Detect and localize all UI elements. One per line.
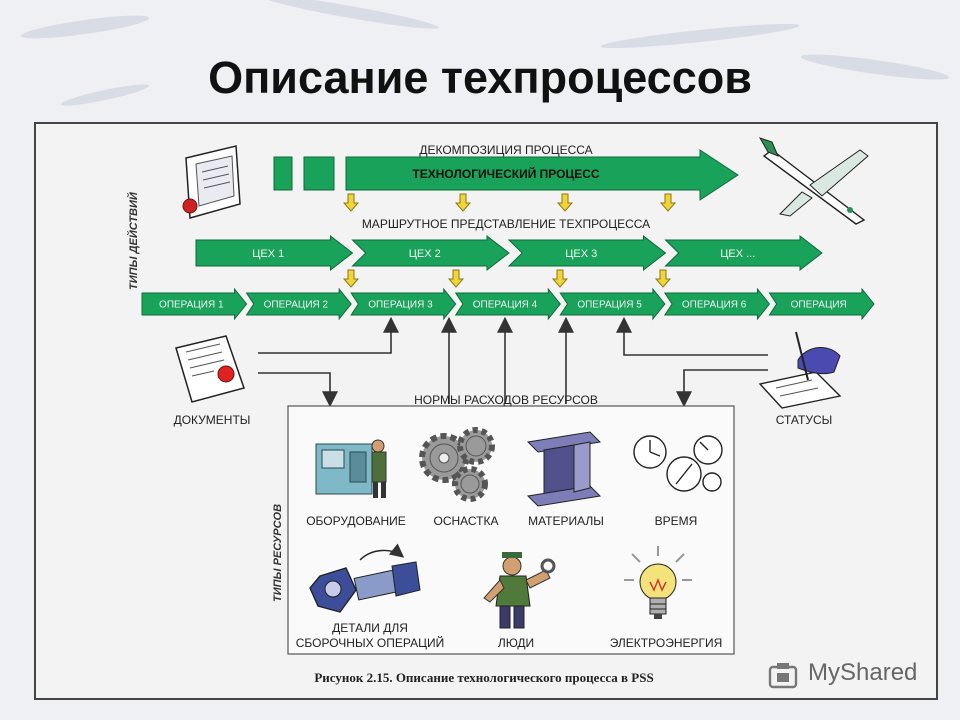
documents-label: ДОКУМЕНТЫ [174,413,251,427]
time-label: ВРЕМЯ [655,514,698,528]
papers-icon [182,145,241,219]
materials-label: МАТЕРИАЛЫ [528,514,604,528]
decomposition-block-1 [273,156,293,191]
workshop-row: ЦЕХ 1 ЦЕХ 2 ЦЕХ 3 ЦЕХ ... [195,234,823,272]
parts-label-line2: СБОРОЧНЫХ ОПЕРАЦИЙ [296,635,444,650]
workshop-label-3: ЦЕХ 3 [565,248,597,260]
resource-types-label: ТИПЫ РЕСУРСОВ [272,503,284,602]
workshop-label-2: ЦЕХ 2 [409,248,441,260]
signing-hand-icon [758,331,842,409]
tech-process-arrow [345,149,739,201]
operation-label-6: ОПЕРАЦИЯ 6 [682,300,747,311]
down-arrows-row2 [342,269,672,288]
decomposition-label: ДЕКОМПОЗИЦИЯ ПРОЦЕССА [419,143,592,157]
watermark: MyShared [768,655,928,695]
operation-arrow-1 [141,287,248,321]
operation-arrow-4 [454,287,561,321]
resource-norms-box [287,405,735,655]
i-beam-icon [526,431,602,507]
lightbulb-icon [624,546,692,619]
watermark-text: MyShared [808,659,918,686]
workshop-arrow-3 [507,234,667,272]
route-view-label: МАРШРУТНОЕ ПРЕДСТАВЛЕНИЕ ТЕХПРОЦЕССА [362,217,650,231]
tooling-label: ОСНАСТКА [434,514,499,528]
operation-label-7: ОПЕРАЦИЯ [791,300,847,311]
down-arrows-row1 [342,193,677,212]
people-label: ЛЮДИ [498,636,534,650]
gears-icon [419,427,495,502]
operation-arrow-5 [559,287,666,321]
operation-arrow-2 [245,287,352,321]
document-icon [175,335,245,403]
operation-arrow-7 [768,287,875,321]
operation-label-4: ОПЕРАЦИЯ 4 [473,300,538,311]
connectors [258,316,768,408]
workshop-arrow-1 [195,234,354,272]
operation-label-1: ОПЕРАЦИЯ 1 [159,300,224,311]
operation-label-3: ОПЕРАЦИЯ 3 [368,300,433,311]
decomposition-block-2 [303,156,335,191]
electricity-label: ЭЛЕКТРОЭНЕРГИЯ [610,636,723,650]
workshop-arrow-2 [351,234,510,272]
workshop-arrow-4 [664,234,823,272]
operations-row: ОПЕРАЦИЯ 1 ОПЕРАЦИЯ 2 ОПЕРАЦИЯ 3 ОПЕРАЦИЯ 4… [141,287,875,321]
resource-norms-label: НОРМЫ РАСХОДОВ РЕСУРСОВ [414,393,598,407]
workshop-label-4: ЦЕХ ... [720,248,755,260]
airplane-icon [758,137,869,225]
figure-caption: Рисунок 2.15. Описание технологического … [314,670,654,685]
equipment-icon [315,439,387,498]
watermark-logo-icon [768,663,798,689]
equipment-label: ОБОРУДОВАНИЕ [306,514,406,528]
operation-label-5: ОПЕРАЦИЯ 5 [577,300,642,311]
bolt-nut-icon [309,543,421,613]
action-types-label: ТИПЫ ДЕЙСТВИЙ [128,192,140,290]
statuses-label: СТАТУСЫ [776,413,833,427]
operation-label-2: ОПЕРАЦИЯ 2 [264,300,329,311]
parts-label-line1: ДЕТАЛИ ДЛЯ [332,621,408,635]
worker-icon [483,552,556,629]
workshop-label-1: ЦЕХ 1 [252,248,284,260]
clocks-icon [633,435,723,492]
tech-process-label: ТЕХНОЛОГИЧЕСКИЙ ПРОЦЕСС [412,166,599,181]
operation-arrow-6 [663,287,771,321]
slide-title: Описание техпроцессов [208,52,752,103]
